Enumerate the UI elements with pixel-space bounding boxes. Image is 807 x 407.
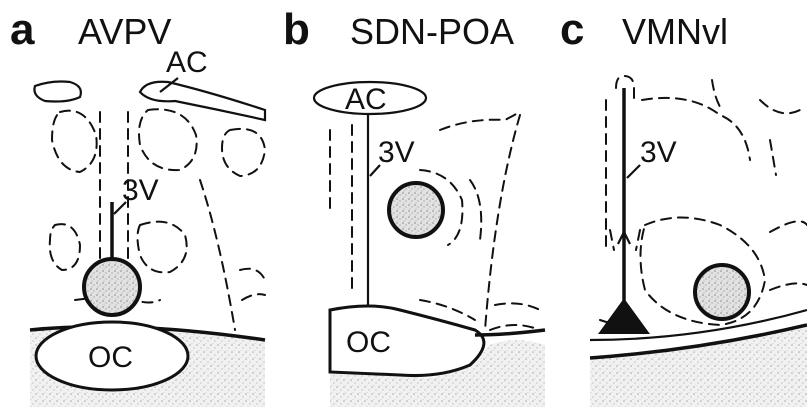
- anterior-commissure-right: [140, 82, 265, 120]
- boundary-dashed: [712, 80, 722, 110]
- panel-letter: b: [283, 5, 310, 54]
- boundary-dashed: [770, 283, 807, 290]
- boundary-dashed: [770, 140, 776, 175]
- panel-letter: c: [560, 5, 584, 54]
- panel-letter: a: [10, 5, 35, 54]
- sdn-poa-nucleus: [389, 183, 443, 237]
- ac-leader-line: [160, 78, 178, 92]
- vmnvl-nucleus: [695, 265, 749, 319]
- oc-label: OC: [346, 326, 391, 359]
- panel-title: AVPV: [78, 11, 171, 52]
- panel-b: b SDN-POA AC 3V OC: [283, 5, 545, 407]
- oc-label: OC: [88, 341, 133, 374]
- infundibular-recess: [600, 300, 648, 333]
- boundary-dashed: [440, 112, 520, 130]
- third-ventricle-leader-line: [114, 202, 126, 214]
- panel-c: c VMNvl 3V: [560, 5, 807, 407]
- third-ventricle-leader-line: [370, 165, 380, 176]
- ac-label: AC: [345, 83, 387, 116]
- ventral-surface: [590, 325, 807, 407]
- boundary-dashed: [495, 303, 540, 310]
- third-ventricle-label: 3V: [640, 136, 677, 169]
- boundary-dashed: [760, 100, 800, 113]
- third-ventricle-label: 3V: [378, 136, 415, 169]
- avpv-nucleus: [84, 259, 140, 315]
- boundary-dashed: [200, 180, 235, 330]
- third-ventricle-label: 3V: [122, 174, 159, 207]
- boundary-dashed: [770, 221, 807, 232]
- third-ventricle-leader-line: [627, 165, 640, 178]
- boundary-dashed: [636, 230, 640, 250]
- ventral-surface-outline: [475, 330, 545, 335]
- anterior-commissure-left: [34, 82, 80, 102]
- boundary-dashed: [490, 325, 540, 330]
- boundary-dashed: [240, 269, 265, 280]
- nucleus-outline: [138, 222, 187, 273]
- nucleus-outline: [222, 129, 265, 176]
- boundary-dashed: [470, 180, 481, 240]
- boundary-dashed: [242, 294, 265, 300]
- panel-a: a AVPV AC 3V OC: [10, 5, 265, 407]
- panel-title: VMNvl: [622, 11, 728, 52]
- ac-label: AC: [166, 46, 208, 79]
- nucleus-outline: [52, 111, 97, 172]
- nucleus-outline: [50, 224, 80, 270]
- panel-title: SDN-POA: [350, 11, 514, 52]
- nucleus-outline: [139, 109, 197, 170]
- boundary-dashed: [485, 115, 520, 330]
- boundary-dashed: [610, 230, 614, 250]
